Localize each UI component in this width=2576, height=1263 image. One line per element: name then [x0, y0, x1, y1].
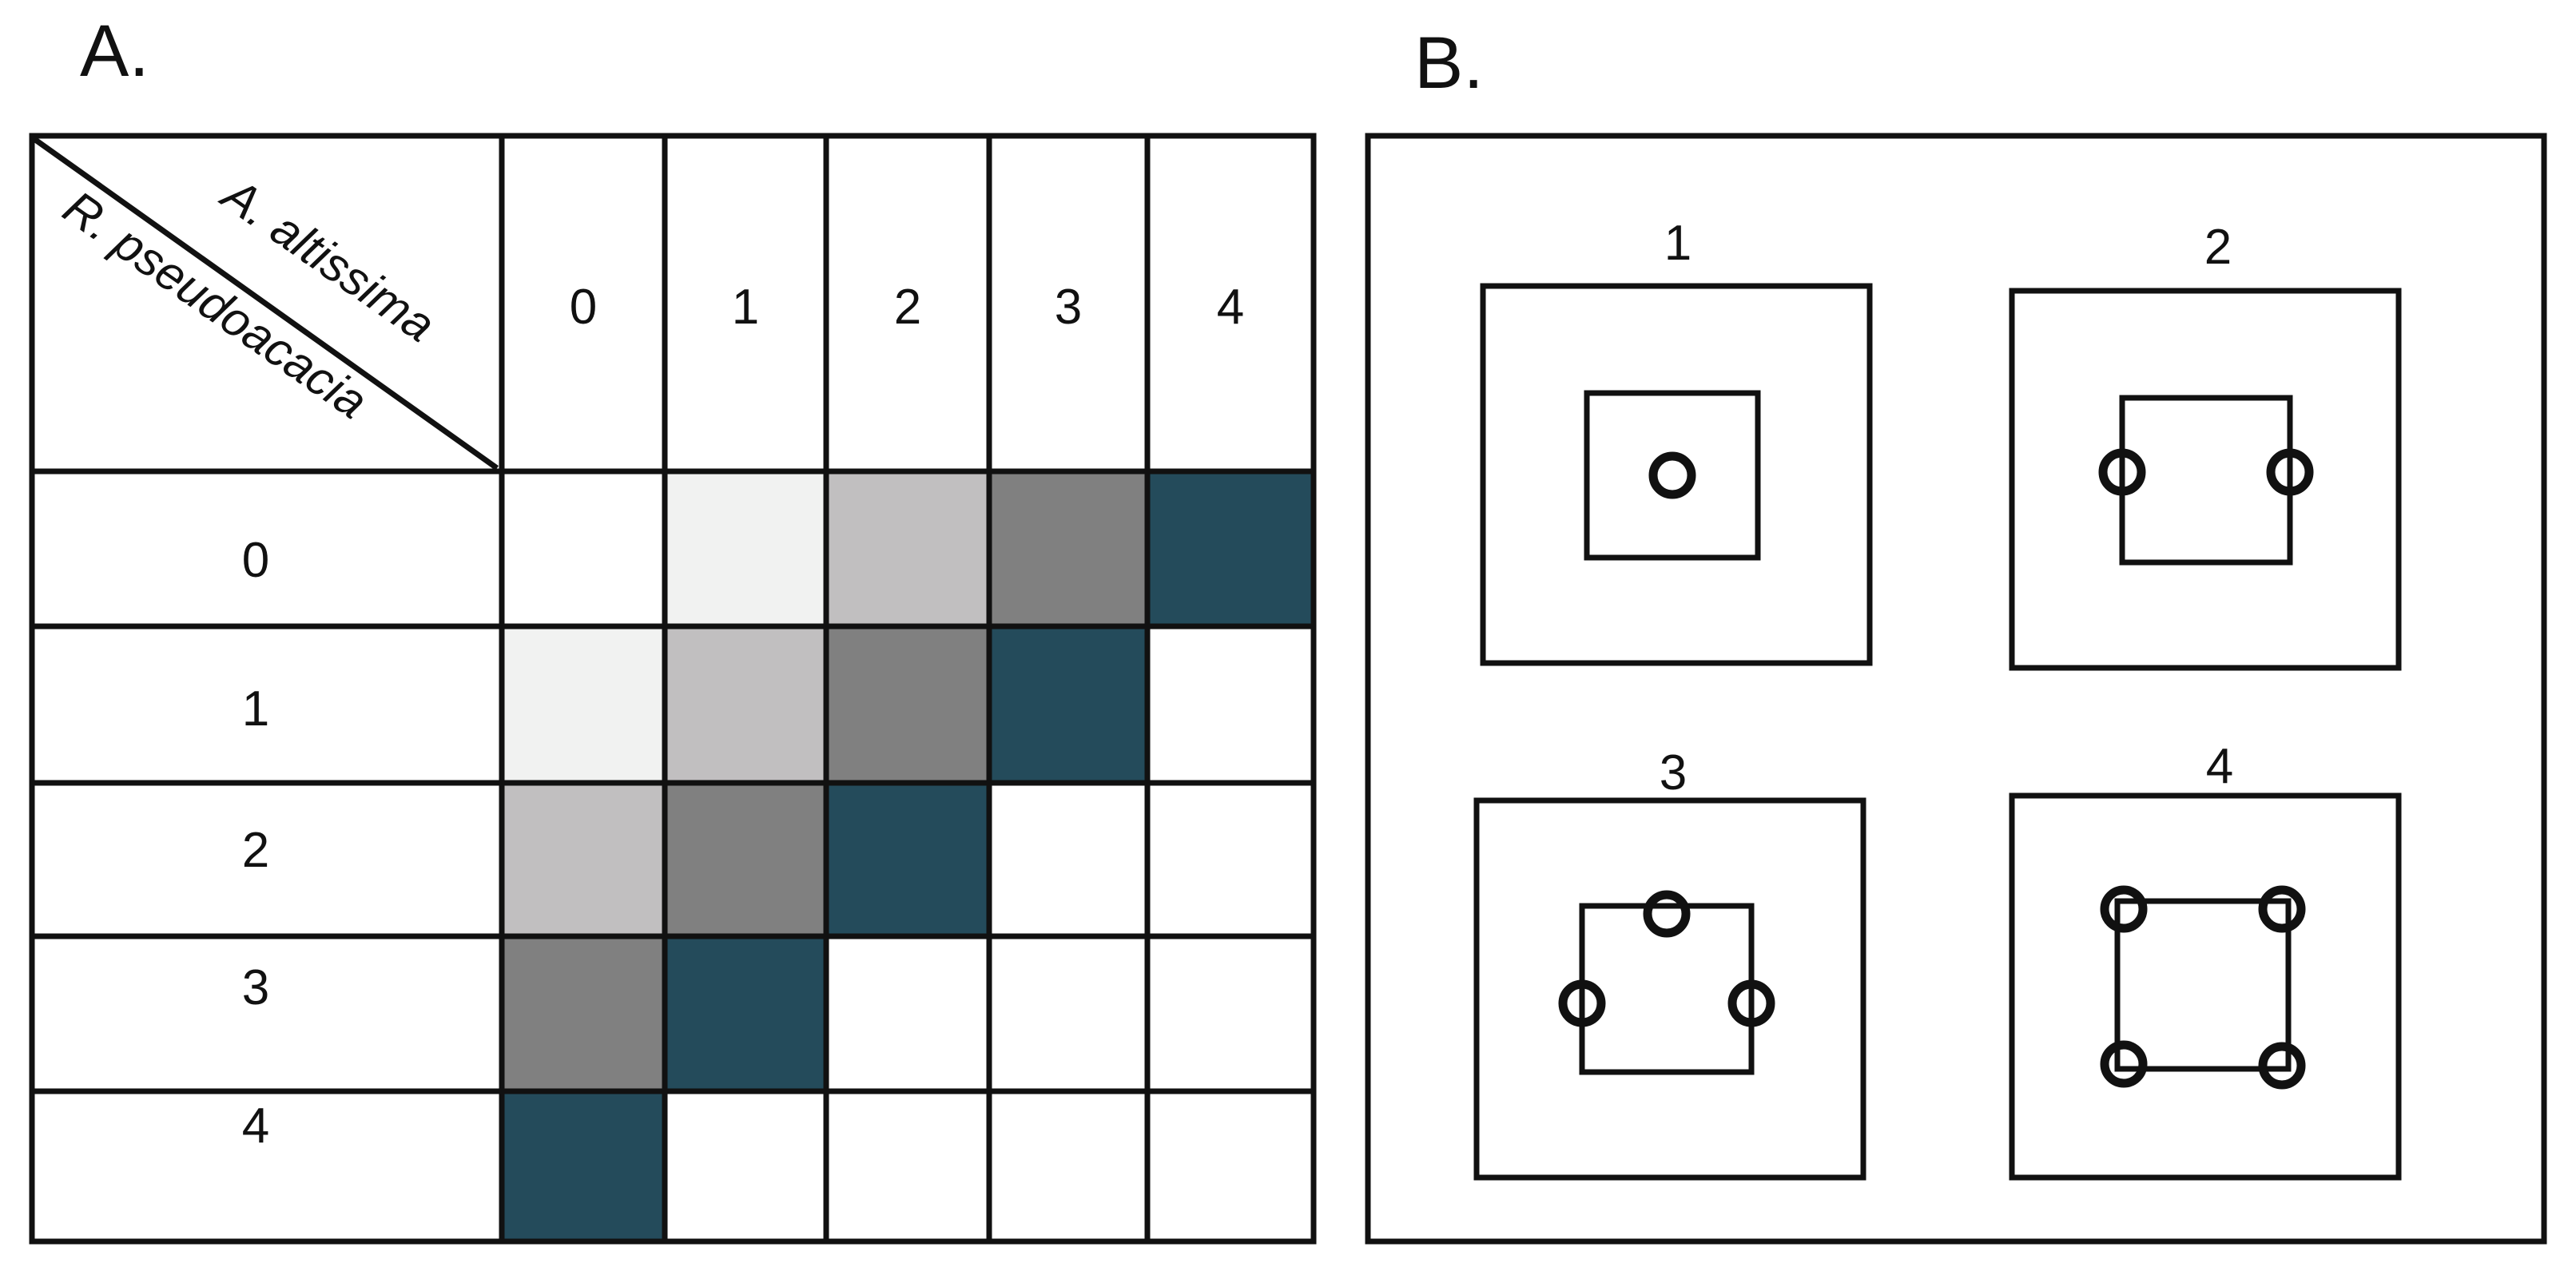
row-labels: 0 1 2 3 4: [242, 533, 269, 1154]
grid-cell-r3-c2: [826, 936, 989, 1091]
grid-border: [29, 133, 1317, 1245]
inner-plot-square: [2114, 898, 2292, 1072]
layout-diagrams: 1 2 3 4: [1473, 216, 2402, 1181]
grid-cell-r4-c1: [665, 1091, 826, 1241]
inner-plot-square: [1579, 903, 1755, 1075]
grid-cell-r1-c2: [826, 626, 989, 783]
layout-4: 4: [2009, 739, 2402, 1181]
grid-cell-r3-c3: [989, 936, 1147, 1091]
grid-cell-r0-c3: [989, 471, 1147, 626]
panel-a-label: A.: [80, 10, 149, 92]
row-label: 1: [242, 681, 269, 737]
layout-label: 4: [2206, 739, 2233, 794]
grid-cell-r0-c2: [826, 471, 989, 626]
row-label: 2: [242, 823, 269, 878]
tree-position-marker: [2098, 448, 2146, 496]
grid-cell-r4-c0: [502, 1091, 665, 1241]
tree-position-marker: [1558, 979, 1606, 1027]
layout-2: 2: [2009, 220, 2402, 671]
inner-plot-square: [1584, 390, 1761, 561]
tree-position-marker: [2258, 1042, 2306, 1090]
grid-cell-r1-c1: [665, 626, 826, 783]
layout-label: 2: [2204, 220, 2232, 275]
grid-cell-r2-c3: [989, 783, 1147, 936]
outer-plot-square: [1473, 797, 1866, 1181]
outer-plot-square: [2009, 792, 2402, 1181]
grid-cell-r3-c1: [665, 936, 826, 1091]
grid-cell-r4-c2: [826, 1091, 989, 1241]
grid-cell-r3-c4: [1147, 936, 1314, 1091]
grid-cell-r0-c0: [502, 471, 665, 626]
grid-cell-r2-c4: [1147, 783, 1314, 936]
layout-1: 1: [1480, 216, 1873, 666]
grid-cell-r0-c4: [1147, 471, 1314, 626]
tree-position-marker: [2100, 1040, 2148, 1088]
column-label: 3: [1055, 280, 1082, 335]
row-label: 4: [242, 1098, 269, 1154]
outer-plot-square: [1480, 283, 1873, 666]
grid-cell-r2-c1: [665, 783, 826, 936]
grid-cell-r4-c4: [1147, 1091, 1314, 1241]
planting-layouts: 1 2 3 4: [1365, 133, 2547, 1245]
layouts-border: [1365, 133, 2547, 1245]
inner-plot-square: [2119, 395, 2293, 566]
column-label: 1: [732, 280, 759, 335]
grid-cell-r1-c0: [502, 626, 665, 783]
row-species-label: R. pseudoacacia: [54, 181, 377, 429]
row-label: 3: [242, 960, 269, 1015]
grid-cell-r1-c3: [989, 626, 1147, 783]
tree-position-marker: [1643, 890, 1691, 938]
column-label: 4: [1217, 280, 1244, 335]
grid-cell-r3-c0: [502, 936, 665, 1091]
column-label: 0: [570, 280, 597, 335]
tree-position-marker: [2266, 448, 2314, 496]
outer-plot-square: [2009, 288, 2402, 671]
row-label: 0: [242, 533, 269, 588]
header-diagonal: [30, 135, 499, 471]
tree-position-marker: [2258, 885, 2306, 933]
tree-position-marker: [1727, 979, 1775, 1027]
panel-b-label: B.: [1414, 22, 1484, 104]
tree-position-marker: [2100, 885, 2148, 933]
column-labels: 0 1 2 3 4: [570, 280, 1244, 335]
grid-cell-r1-c4: [1147, 626, 1314, 783]
tree-position-marker: [1648, 451, 1696, 499]
grid-cells: [502, 471, 1314, 1241]
grid-cell-r0-c1: [665, 471, 826, 626]
layout-3: 3: [1473, 745, 1866, 1181]
grid-cell-r2-c0: [502, 783, 665, 936]
grid-cell-r2-c2: [826, 783, 989, 936]
grid-lines: [29, 133, 1317, 1245]
column-label: 2: [894, 280, 921, 335]
layout-label: 1: [1664, 216, 1691, 271]
grid-cell-r4-c3: [989, 1091, 1147, 1241]
layout-label: 3: [1660, 745, 1687, 800]
